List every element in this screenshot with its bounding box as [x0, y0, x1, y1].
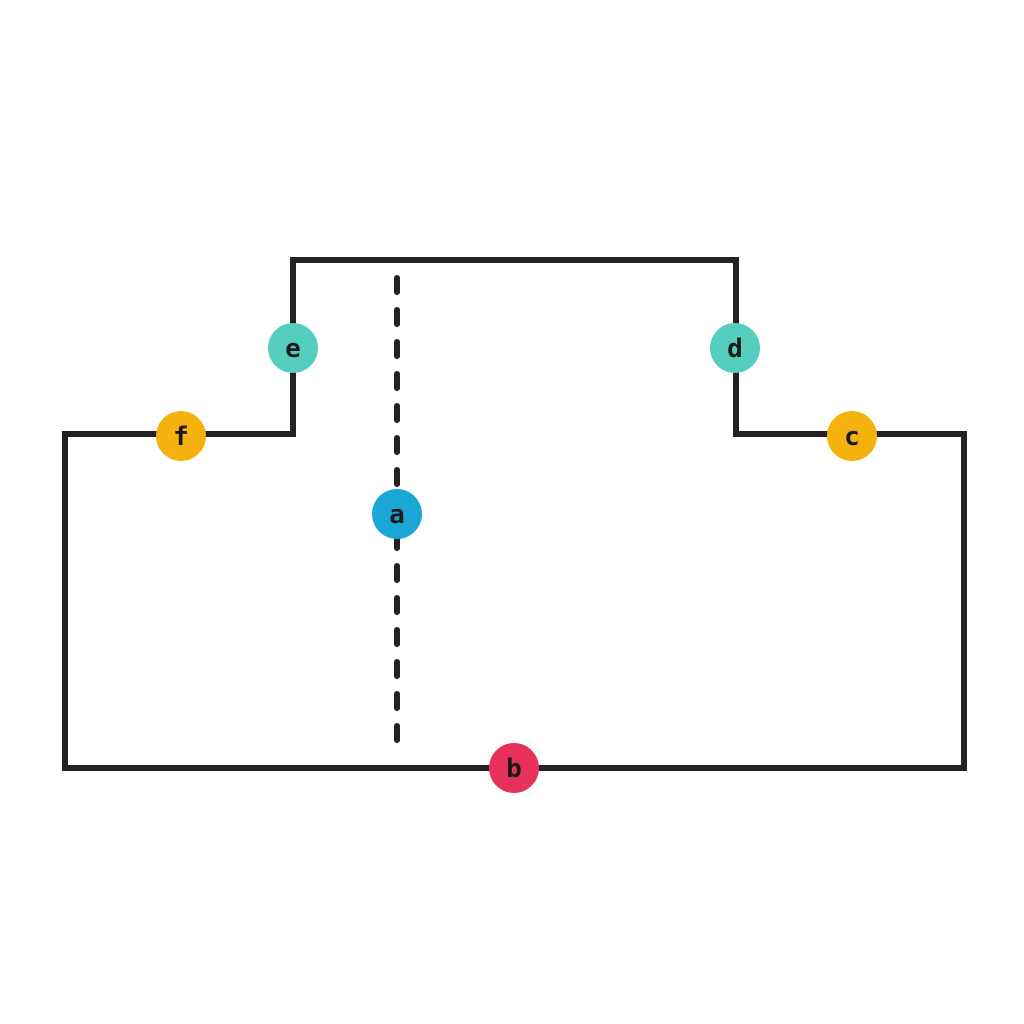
label-c-circle	[827, 411, 877, 461]
label-c-text: c	[844, 422, 860, 452]
label-b-text: b	[506, 754, 522, 784]
label-marker-d: d	[710, 323, 760, 373]
label-a-circle	[372, 489, 422, 539]
label-marker-e: e	[268, 323, 318, 373]
label-marker-c: c	[827, 411, 877, 461]
label-marker-a: a	[372, 489, 422, 539]
label-f-circle	[156, 411, 206, 461]
label-d-circle	[710, 323, 760, 373]
label-e-text: e	[285, 334, 301, 364]
shape-outline	[62, 257, 967, 771]
label-marker-f: f	[156, 411, 206, 461]
label-e-circle	[268, 323, 318, 373]
label-d-text: d	[727, 334, 743, 364]
label-b-circle	[489, 743, 539, 793]
label-marker-b: b	[489, 743, 539, 793]
label-f-text: f	[173, 422, 189, 452]
label-a-text: a	[389, 500, 405, 530]
